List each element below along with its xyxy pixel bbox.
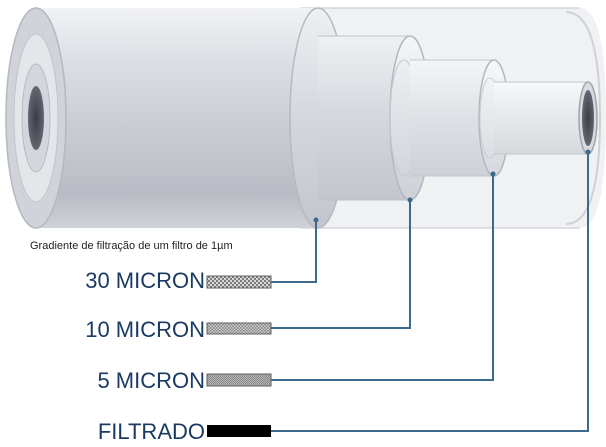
swatch-filtrado	[207, 425, 271, 437]
connector-dot-filtrado	[585, 149, 591, 155]
swatch-10-micron	[206, 322, 272, 335]
filtered-core	[494, 81, 598, 155]
connector-dot-30	[313, 217, 319, 223]
connector-5-micron	[271, 174, 494, 381]
swatch-30-micron	[206, 275, 272, 289]
label-filtrado: FILTRADO	[97, 419, 205, 444]
diagram-caption: Gradiente de filtração de um filtro de 1…	[30, 240, 233, 252]
connector-10-micron	[271, 200, 411, 329]
swatch-5-micron	[206, 373, 272, 387]
connector-30-micron	[271, 220, 317, 283]
connector-dot-10	[407, 197, 413, 203]
label-30-micron: 30 MICRON	[85, 268, 205, 293]
label-10-micron: 10 MICRON	[85, 317, 205, 342]
layer-30-micron	[5, 7, 347, 229]
label-5-micron: 5 MICRON	[97, 368, 205, 393]
connector-dot-5	[490, 171, 496, 177]
connector-filtrado	[271, 152, 589, 432]
